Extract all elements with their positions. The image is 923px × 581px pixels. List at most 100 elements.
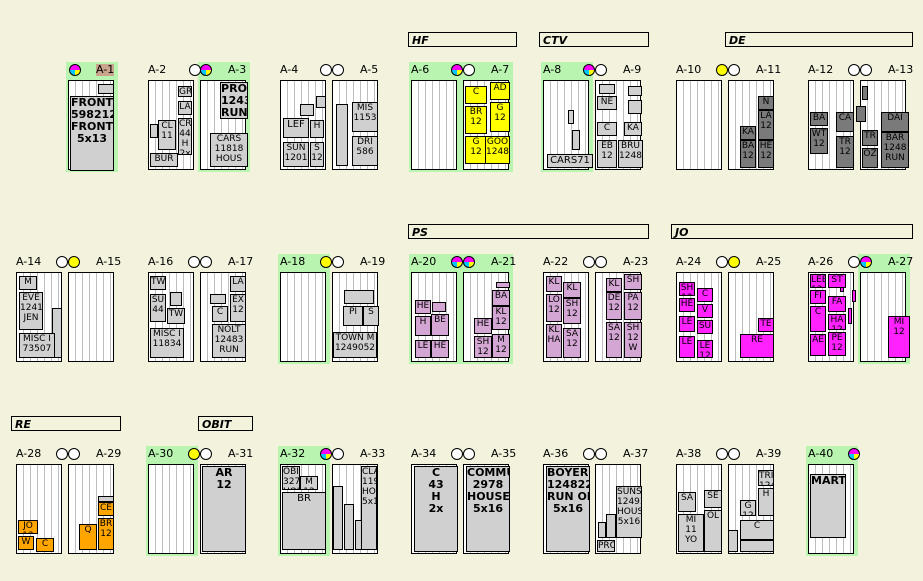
- ad-block[interactable]: G 12: [490, 102, 510, 132]
- color-status-icon[interactable]: [320, 64, 332, 76]
- ad-block[interactable]: JO 12 CI: [18, 520, 38, 534]
- ad-block[interactable]: C: [465, 86, 487, 104]
- ad-block[interactable]: [572, 130, 580, 150]
- ad-block[interactable]: CLASSI 1195171 HOUSE 5x10.5: [361, 466, 377, 550]
- ad-block[interactable]: FA: [828, 296, 846, 312]
- ad-block[interactable]: SH 12: [474, 336, 492, 358]
- color-status-icon[interactable]: [716, 64, 728, 76]
- color-status-icon[interactable]: [595, 64, 607, 76]
- color-status-icon[interactable]: [463, 256, 475, 268]
- color-status-icon[interactable]: [451, 448, 463, 460]
- ad-block[interactable]: C: [697, 288, 713, 302]
- ad-block[interactable]: TW: [167, 308, 185, 324]
- ad-block[interactable]: HE: [679, 298, 695, 312]
- ad-block[interactable]: BA: [492, 290, 510, 306]
- color-status-icon[interactable]: [188, 448, 200, 460]
- ad-block[interactable]: [336, 104, 348, 166]
- ad-block[interactable]: [568, 110, 574, 124]
- ad-block[interactable]: BUR: [150, 153, 178, 167]
- ad-block[interactable]: OZ: [862, 148, 878, 168]
- ad-block[interactable]: BA 12: [740, 140, 756, 168]
- section-header[interactable]: DE: [725, 32, 913, 47]
- ad-block[interactable]: LA: [230, 276, 246, 292]
- color-status-icon[interactable]: [332, 256, 344, 268]
- ad-block[interactable]: HE: [474, 318, 492, 334]
- color-status-icon[interactable]: [463, 448, 475, 460]
- ad-block[interactable]: [728, 530, 738, 552]
- color-status-icon[interactable]: [451, 64, 463, 76]
- color-status-icon[interactable]: [69, 64, 81, 76]
- ad-block[interactable]: M 12: [300, 476, 318, 490]
- ad-block[interactable]: DRI 586: [352, 136, 378, 166]
- section-header[interactable]: CTV: [539, 32, 649, 47]
- ad-block[interactable]: SA: [678, 492, 696, 512]
- ad-block[interactable]: NOLT 12483 RUN: [212, 324, 246, 358]
- ad-block[interactable]: V: [697, 304, 713, 318]
- ad-block[interactable]: [628, 100, 642, 114]
- ad-block[interactable]: CE: [98, 502, 114, 516]
- ad-block[interactable]: EB 12: [597, 140, 617, 168]
- color-status-icon[interactable]: [595, 256, 607, 268]
- ad-block[interactable]: SA 12: [606, 322, 622, 358]
- ad-block[interactable]: EX 12: [230, 294, 246, 322]
- ad-block[interactable]: [598, 522, 606, 538]
- ad-block[interactable]: S 12: [310, 142, 324, 167]
- ad-block[interactable]: KL: [546, 276, 562, 292]
- ad-block[interactable]: LO 12: [546, 294, 562, 322]
- section-header[interactable]: HF: [408, 32, 517, 47]
- page-a-15[interactable]: [68, 272, 114, 362]
- color-status-icon[interactable]: [848, 448, 860, 460]
- ad-block[interactable]: KL: [606, 278, 622, 292]
- ad-block[interactable]: HA 12: [828, 314, 846, 330]
- ad-block[interactable]: [98, 496, 114, 502]
- color-status-icon[interactable]: [320, 448, 332, 460]
- ad-block[interactable]: LA: [178, 101, 192, 115]
- ad-block[interactable]: OBITS 3273 HOUSE 5x16: [282, 466, 300, 490]
- ad-block[interactable]: HE: [431, 340, 449, 358]
- ad-block[interactable]: [848, 308, 852, 324]
- ad-block[interactable]: LE: [679, 336, 695, 358]
- ad-block[interactable]: HE 12: [758, 140, 774, 168]
- ad-block[interactable]: H: [310, 120, 324, 138]
- ad-block[interactable]: G 12: [465, 136, 487, 164]
- page-a-18[interactable]: [280, 272, 326, 362]
- ad-block[interactable]: C 43 H 2x: [414, 466, 458, 552]
- ad-block[interactable]: PI: [343, 306, 363, 326]
- ad-block[interactable]: KL: [563, 282, 581, 298]
- color-status-icon[interactable]: [56, 448, 68, 460]
- ad-block[interactable]: MI 12: [888, 316, 910, 358]
- ad-block[interactable]: N: [758, 96, 774, 110]
- color-status-icon[interactable]: [56, 256, 68, 268]
- color-status-icon[interactable]: [716, 448, 728, 460]
- ad-block[interactable]: LEBA 12460: [810, 274, 826, 288]
- ad-block[interactable]: LE: [679, 316, 695, 332]
- ad-block[interactable]: BR 12: [465, 106, 487, 134]
- ad-block[interactable]: HE: [415, 300, 431, 314]
- color-status-icon[interactable]: [463, 64, 475, 76]
- ad-block[interactable]: TOWN M 1249052: [333, 332, 377, 358]
- ad-block[interactable]: H: [415, 316, 431, 336]
- ad-block[interactable]: SH 12 FL: [679, 282, 695, 296]
- ad-block[interactable]: [432, 302, 446, 312]
- ad-block[interactable]: SUNSET 1249328 HOUSE 5x16: [616, 486, 642, 538]
- ad-block[interactable]: TW: [150, 276, 166, 290]
- ad-block[interactable]: LEF: [283, 118, 309, 138]
- ad-block[interactable]: FI: [810, 290, 826, 304]
- ad-block[interactable]: [628, 86, 642, 96]
- ad-block[interactable]: TR: [862, 130, 878, 146]
- ad-block[interactable]: FRONT 598212 FRONT 5x13: [70, 96, 114, 171]
- ad-block[interactable]: SU 44: [150, 294, 166, 322]
- ad-block[interactable]: KL HA: [546, 324, 562, 358]
- color-status-icon[interactable]: [332, 64, 344, 76]
- ad-block[interactable]: LA 12: [758, 110, 774, 140]
- ad-block[interactable]: [856, 106, 866, 122]
- ad-block[interactable]: MISC I 11834: [150, 328, 184, 358]
- ad-block[interactable]: [333, 486, 343, 550]
- ad-block[interactable]: EVE 1241 JEN: [19, 292, 43, 330]
- color-status-icon[interactable]: [848, 256, 860, 268]
- color-status-icon[interactable]: [860, 256, 872, 268]
- ad-block[interactable]: BAR 1248 RUN: [881, 132, 909, 168]
- ad-block[interactable]: SUN 1201: [283, 142, 309, 167]
- ad-block[interactable]: PRO 1249 POW 3x14: [597, 540, 615, 552]
- ad-block[interactable]: MARTI: [810, 474, 846, 538]
